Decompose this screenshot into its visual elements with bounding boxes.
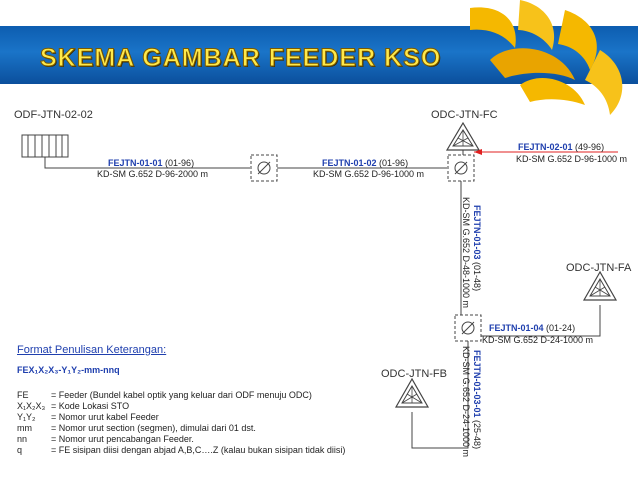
odc-fa-label: ODC-JTN-FA	[566, 262, 632, 274]
arrow-left-icon	[474, 149, 482, 155]
cable-02-01-label: FEJTN-02-01 (49-96)	[518, 142, 605, 152]
joint-closure-1	[250, 154, 278, 182]
odf-label: ODF-JTN-02-02	[14, 109, 93, 121]
legend-row: Y₁Y₂= Nomor urut kabel Feeder	[17, 412, 159, 422]
odc-fa-triangle-icon	[582, 270, 618, 301]
legend-row: nn= Nomor urut pencabangan Feeder.	[17, 434, 194, 444]
legend-formula: FEX₁X₂X₃-Y₁Y₂-mm-nnq	[17, 365, 120, 375]
cable-01-01-label: FEJTN-01-01 (01-96)	[108, 158, 195, 168]
cable-02-01-spec: KD-SM G.652 D-96-1000 m	[516, 154, 628, 164]
legend-title: Format Penulisan Keterangan:	[17, 344, 167, 356]
cable-01-02-label: FEJTN-01-02 (01-96)	[322, 158, 409, 168]
cable-01-04-spec: KD-SM G.652 D-24-1000 m	[482, 335, 594, 345]
odc-fc-triangle-icon	[445, 121, 481, 151]
legend-row: FE= Feeder (Bundel kabel optik yang kelu…	[17, 390, 312, 400]
cable-01-03-label: FEJTN-01-03 (01-48)	[472, 205, 482, 292]
odc-fc-label: ODC-JTN-FC	[431, 109, 498, 121]
legend-row: q= FE sisipan diisi dengan abjad A,B,C….…	[17, 445, 346, 455]
cable-01-03-01-label: FEJTN-01-03-01 (25-48)	[472, 350, 482, 450]
cable-01-03-spec: KD-SM G.652 D-48-1000 m	[461, 197, 471, 309]
cable-01-01-spec: KD-SM G.652 D-96-2000 m	[97, 169, 209, 179]
cable-01-04-label: FEJTN-01-04 (01-24)	[489, 323, 576, 333]
legend-row: X₁X₂X₃= Kode Lokasi STO	[17, 401, 130, 411]
odc-fb-label: ODC-JTN-FB	[381, 368, 447, 380]
page-title: SKEMA GAMBAR FEEDER KSO	[39, 44, 442, 73]
cable-01-03-01-spec: KD-SM G.652 D-24-1000 m	[461, 346, 471, 458]
cable-01-02-spec: KD-SM G.652 D-96-1000 m	[313, 169, 425, 179]
logo-sun-icon	[470, 0, 623, 115]
legend-row: mm= Nomor urut section (segmen), dimulai…	[17, 423, 256, 433]
cable-line-01-03-01	[411, 341, 469, 449]
odf-box	[21, 134, 69, 158]
cable-line-01-04	[481, 305, 601, 337]
cable-line-01-01	[44, 157, 250, 169]
odc-fb-triangle-icon	[394, 377, 430, 408]
